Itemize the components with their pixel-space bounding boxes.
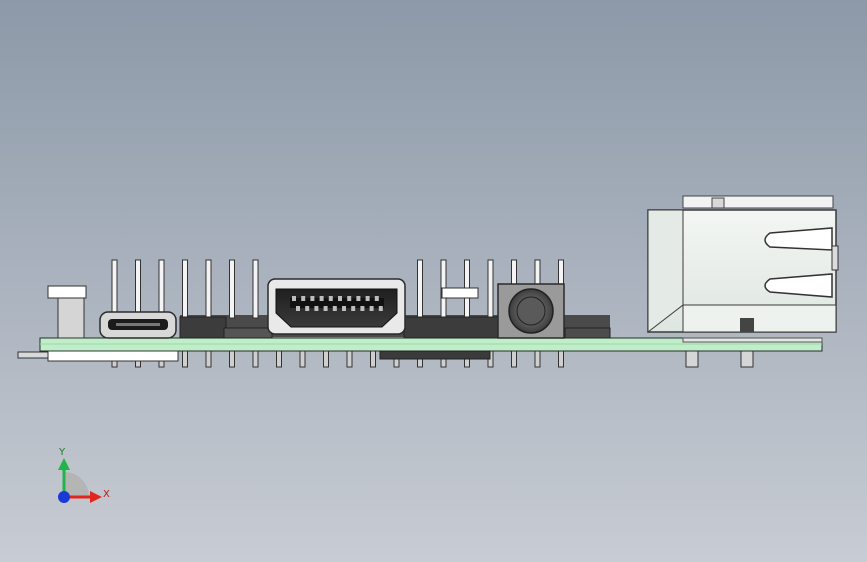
gpio-pin [417, 259, 423, 319]
ethernet-mount-pin [740, 350, 754, 368]
under-pin [370, 350, 376, 368]
under-pin [205, 350, 212, 368]
gpio-pin [182, 259, 188, 319]
under-pin [252, 350, 259, 368]
hdmi-contact [342, 306, 346, 311]
z-axis-dot [58, 491, 70, 503]
hdmi-contact [310, 296, 315, 301]
x-axis-label: X [103, 489, 110, 500]
hdmi-contact [347, 296, 352, 301]
under-pin [346, 350, 353, 368]
gpio-pin [111, 259, 118, 319]
hdmi-contact [301, 296, 306, 301]
under-pin [299, 350, 306, 368]
audio-jack [497, 283, 565, 339]
ethernet-port [647, 195, 839, 343]
under-pin [182, 350, 188, 368]
hdmi-contact [292, 296, 296, 301]
gpio-pin [534, 259, 541, 285]
hdmi-contact [328, 296, 333, 301]
hdmi-contact [374, 296, 379, 301]
under-pin [534, 350, 541, 368]
header-bracket [441, 287, 479, 299]
hdmi-contact [314, 306, 319, 311]
hdmi-contact [338, 296, 342, 301]
gpio-pin [487, 259, 494, 319]
under-pin [511, 350, 517, 368]
hdmi-contact [323, 306, 328, 311]
gpio-pin [558, 259, 564, 285]
display-connector [47, 285, 87, 339]
under-pin [323, 350, 329, 368]
gpio-pin [229, 259, 235, 319]
hdmi-contact [369, 306, 374, 311]
micro-usb-port [99, 311, 177, 339]
y-axis-label: Y [58, 447, 66, 458]
gpio-pin [511, 259, 517, 285]
hdmi-contacts [292, 296, 383, 311]
hdmi-contact [332, 306, 337, 311]
under-pin [276, 350, 282, 368]
hdmi-contact [360, 306, 365, 311]
gpio-pin [158, 259, 165, 319]
gpio-pin [205, 259, 212, 319]
hdmi-contact [378, 306, 383, 311]
hdmi-contact [356, 296, 361, 301]
coordinate-triad: Y X [58, 447, 110, 503]
hdmi-contact [296, 306, 300, 311]
under-pin [229, 350, 235, 368]
sd-card-slot [17, 350, 491, 362]
hdmi-contact [305, 306, 310, 311]
board-components [179, 316, 611, 339]
hdmi-contact [351, 306, 356, 311]
hdmi-contact [319, 296, 324, 301]
under-pin [558, 350, 564, 368]
hdmi-contact [365, 296, 370, 301]
ethernet-mount-pin [685, 350, 699, 368]
gpio-pin [252, 259, 259, 319]
y-arrowhead-icon [58, 458, 70, 470]
gpio-pin [135, 259, 141, 319]
x-arrowhead-icon [90, 491, 102, 503]
